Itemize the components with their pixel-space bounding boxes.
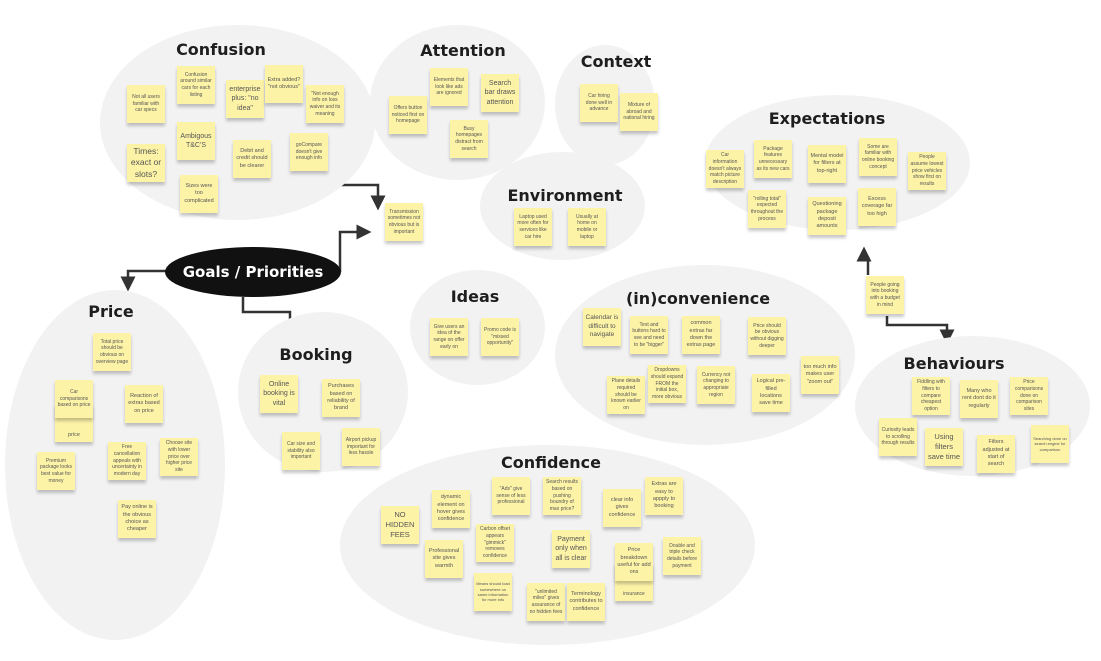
sticky-note[interactable]: Payment only when all is clear xyxy=(552,530,590,568)
sticky-note[interactable]: Logical pre-filled locations save time xyxy=(752,374,790,412)
sticky-note[interactable]: Excess coverage far too high xyxy=(858,188,896,226)
sticky-note[interactable]: Price breakdown useful for add ons xyxy=(615,543,653,581)
cluster-title-context: Context xyxy=(580,52,652,71)
sticky-note[interactable]: clear info gives confidence xyxy=(603,489,641,527)
sticky-note[interactable]: Some are familiar with online booking co… xyxy=(859,138,897,176)
sticky-note[interactable]: dynamic element on hover gives confidenc… xyxy=(432,490,470,528)
sticky-note[interactable]: Searching done on search engine for comp… xyxy=(1031,425,1069,463)
sticky-note[interactable]: Questioning package deposit amounts xyxy=(808,197,846,235)
sticky-note[interactable]: Premium package looks best value for mon… xyxy=(37,452,75,490)
sticky-note[interactable]: Extras are easy to appply to booking xyxy=(645,477,683,515)
sticky-note[interactable]: Carbon offset appears "gimmick" removes … xyxy=(476,524,514,562)
sticky-note[interactable]: "unlimited miles" gives assurance of no … xyxy=(527,583,565,621)
cluster-title-inconvenience: (in)convenience xyxy=(625,289,771,308)
sticky-note[interactable]: Promo code is "missed opportunity" xyxy=(481,318,519,356)
sticky-note[interactable]: Car information doesn't always match pic… xyxy=(706,150,744,188)
sticky-note[interactable]: Ambigous T&C'S xyxy=(177,122,215,160)
sticky-note[interactable]: Usually at home on mobile or laptop xyxy=(568,208,606,246)
sticky-note[interactable]: Laptop used more often for services like… xyxy=(514,208,552,246)
sticky-note[interactable]: Not all users familiar with car specs xyxy=(127,85,165,123)
sticky-note[interactable]: Elements that look like ads are ignored xyxy=(430,68,468,106)
sticky-note[interactable]: Car hiring done well in advance xyxy=(580,84,618,122)
sticky-note[interactable]: Mixture of abroad and national hiring xyxy=(620,93,658,131)
cluster-title-booking: Booking xyxy=(279,345,353,364)
sticky-note[interactable]: Professional site gives warmth xyxy=(425,540,463,578)
cluster-title-price: Price xyxy=(88,302,134,321)
sticky-note[interactable]: Many who rent dont do it regularly xyxy=(960,380,998,418)
cluster-title-ideas: Ideas xyxy=(450,287,500,306)
sticky-note[interactable]: Dropdowns should expand FROM the initial… xyxy=(648,365,686,403)
sticky-note[interactable]: Currency not changing to appropriate reg… xyxy=(697,366,735,404)
goals-priorities-node[interactable]: Goals / Priorities xyxy=(165,247,341,297)
sticky-note[interactable]: Price should be obvious without digging … xyxy=(748,317,786,355)
sticky-note[interactable]: goCompare doesn't give enough info xyxy=(290,133,328,171)
arrow-budget-to-behaviours xyxy=(885,316,955,345)
sticky-note[interactable]: Pay online is the obvious choice as chea… xyxy=(118,500,156,538)
sticky-note[interactable]: Choose site with lower price over higher… xyxy=(160,438,198,476)
sticky-note[interactable]: Online booking is vital xyxy=(260,375,298,413)
sticky-note[interactable]: People assume lowest price vehicles show… xyxy=(908,152,946,190)
sticky-note[interactable]: "Not enough info on loss waiver and its … xyxy=(306,85,344,123)
sticky-note[interactable]: Double and triple check details before p… xyxy=(663,537,701,575)
cluster-title-expectations: Expectations xyxy=(768,109,886,128)
sticky-note-transmission[interactable]: Transmission sometimes not obvious but i… xyxy=(385,203,423,241)
sticky-note[interactable]: enterprise plus: "no idea" xyxy=(226,80,264,118)
sticky-note[interactable]: Debit and credit should be clearer xyxy=(233,140,271,178)
cluster-environment xyxy=(480,152,645,260)
cluster-inconvenience xyxy=(555,265,855,445)
sticky-note[interactable]: Package features unnecessary as its new … xyxy=(754,140,792,178)
sticky-note[interactable]: Filters adjusted at start of search xyxy=(977,435,1015,473)
sticky-note[interactable]: Calendar is difficult to navigate xyxy=(583,308,621,346)
sticky-note[interactable]: common extras far down the extras page xyxy=(682,316,720,354)
sticky-note[interactable]: NO HIDDEN FEES xyxy=(381,506,419,544)
sticky-note[interactable]: Sizes were too complicated xyxy=(180,175,218,213)
arrow-confusion-to-transmission xyxy=(335,183,386,211)
sticky-note[interactable]: Free cancellation appeals with uncertain… xyxy=(108,442,146,480)
sticky-note[interactable]: Fiddling with filters to compare cheapes… xyxy=(912,377,950,415)
sticky-note[interactable]: Car size and stability also important xyxy=(282,432,320,470)
sticky-note[interactable]: Total price should be obvious on overvie… xyxy=(93,333,131,371)
arrow-budget-to-expectations xyxy=(856,246,872,275)
sticky-note[interactable]: Plane details required should be known e… xyxy=(607,376,645,414)
sticky-note[interactable]: Extra added? "not obvious" xyxy=(265,65,303,103)
sticky-note[interactable]: Offers button noticed first on homepage xyxy=(389,96,427,134)
sticky-note[interactable]: Search bar draws attention xyxy=(481,74,519,112)
sticky-note[interactable]: Confusion around similar cars for each l… xyxy=(177,66,215,104)
sticky-note[interactable]: Means should load somewhere on same info… xyxy=(474,573,512,611)
sticky-note[interactable]: Terminology contributes to confidence xyxy=(567,583,605,621)
sticky-note[interactable]: Reaction of extras based on price xyxy=(125,385,163,423)
sticky-note[interactable]: Using filters save time xyxy=(925,428,963,466)
cluster-title-attention: Attention xyxy=(420,41,506,60)
sticky-note[interactable]: Airport pickup important for less hassle xyxy=(342,428,380,466)
sticky-note[interactable]: Busy homepages distract from search xyxy=(450,120,488,158)
sticky-note[interactable]: too much info makes user "zoom out" xyxy=(801,356,839,394)
sticky-note[interactable]: "rolling total" expected throughout the … xyxy=(748,190,786,228)
cluster-title-confidence: Confidence xyxy=(500,453,602,472)
sticky-note[interactable]: Text and buttons hard to see and need to… xyxy=(630,316,668,354)
sticky-note[interactable]: Times: exact or slots? xyxy=(127,144,165,182)
arrow-goals-to-price xyxy=(120,269,168,292)
sticky-note[interactable]: "Ads" give sense of less professional xyxy=(492,477,530,515)
sticky-note[interactable]: Curiosity leads to scrolling through res… xyxy=(879,418,917,456)
sticky-note[interactable]: Car comparisons based on price xyxy=(55,380,93,418)
sticky-note[interactable]: Purchases based on reliability of brand xyxy=(322,379,360,417)
sticky-note[interactable]: Price comparisons done on comparison sit… xyxy=(1010,377,1048,415)
cluster-title-confusion: Confusion xyxy=(176,40,266,59)
sticky-note[interactable]: Mental model for filters at top-right xyxy=(808,145,846,183)
sticky-note-budget[interactable]: People going into booking with a budget … xyxy=(866,276,904,314)
cluster-title-behaviours: Behaviours xyxy=(903,354,1005,373)
sticky-note[interactable]: Search results based on pushing boundry … xyxy=(543,477,581,515)
cluster-title-environment: Environment xyxy=(507,186,623,205)
sticky-note[interactable]: Give users an idea of the range on offer… xyxy=(430,318,468,356)
